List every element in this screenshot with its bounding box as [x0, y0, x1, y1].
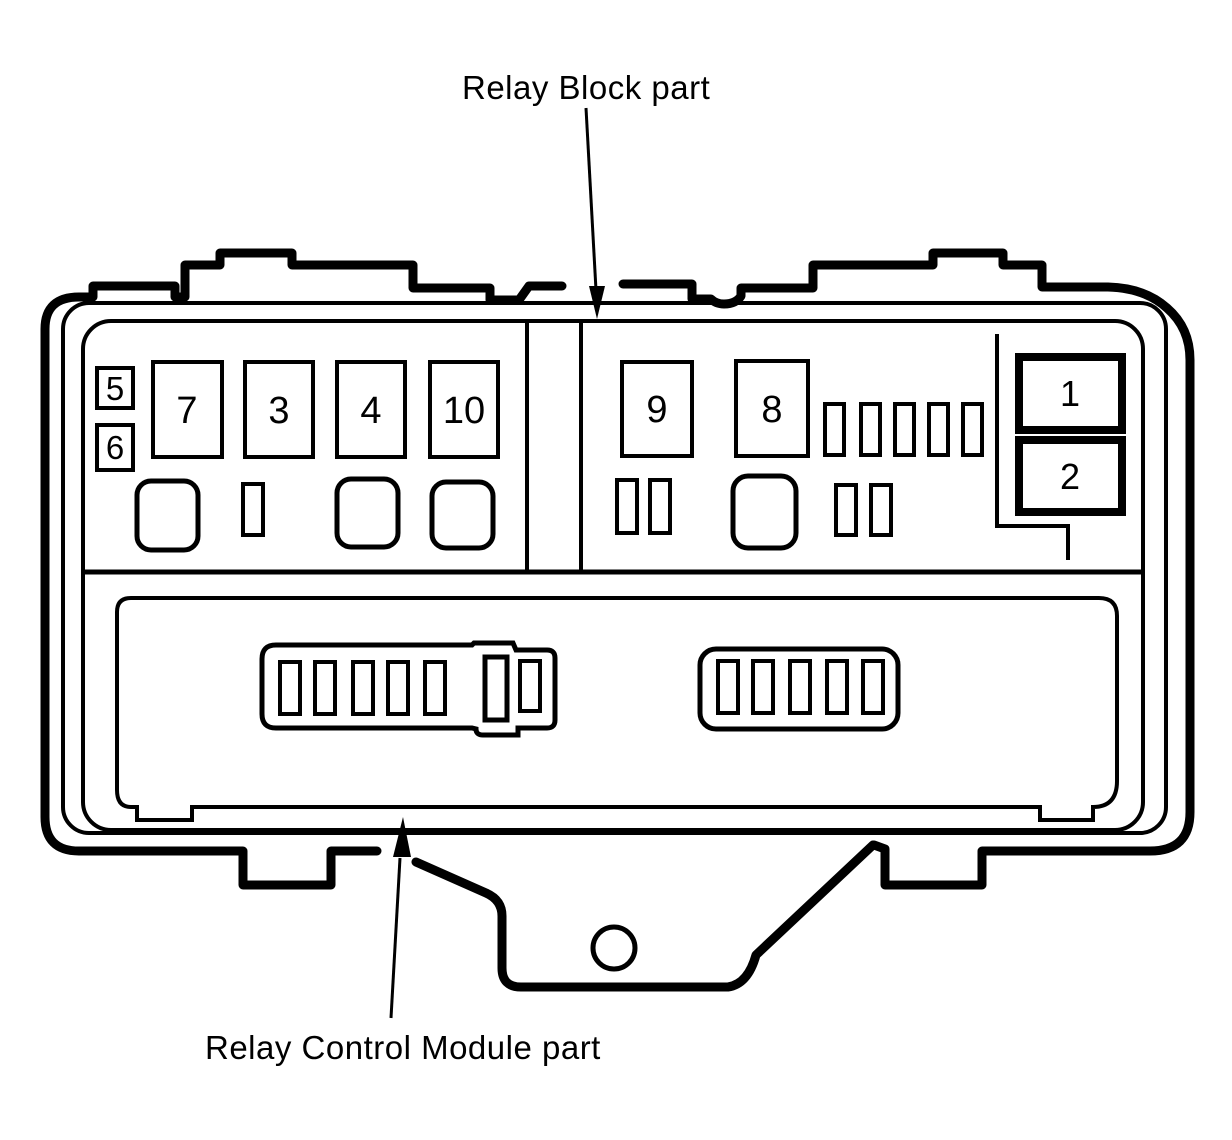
relay-control-module-arrowhead: [393, 817, 411, 857]
relay-10: [428, 360, 500, 459]
fuse-1-2-partition: [995, 334, 1070, 560]
relay-10-label: 10: [443, 390, 485, 432]
relay-3-label: 3: [268, 390, 289, 432]
pin-slot: [788, 659, 812, 715]
small-fuse-slot-row: [823, 402, 984, 457]
relay-socket-row-right: [615, 473, 893, 551]
relay-7-label: 7: [176, 390, 197, 432]
fuse-slot: [241, 482, 265, 537]
relay-control-module-arrow-line: [389, 857, 402, 1019]
relay-7: [151, 360, 224, 459]
relay-3: [243, 360, 315, 459]
pin-slot: [278, 660, 302, 716]
relay-socket: [134, 478, 201, 553]
relay-socket: [429, 479, 496, 551]
fuse-slot: [869, 483, 893, 537]
fuse-slot: [823, 402, 846, 457]
pin-slot: [825, 659, 849, 715]
fuse-slot: [834, 483, 858, 537]
pin-slot: [751, 659, 775, 715]
fuse-slot: [648, 478, 672, 535]
fuse-2: [1015, 436, 1126, 516]
relay-9: [620, 360, 694, 458]
pin-slot-tall: [482, 654, 510, 723]
mounting-bracket: [411, 840, 878, 992]
pin-slot: [423, 660, 447, 716]
control-module-connector-right: [697, 646, 901, 732]
connector-outline: [697, 646, 901, 732]
pin-slot: [518, 659, 542, 713]
fuse-6: [95, 423, 135, 472]
control-module-outline: [115, 596, 1119, 822]
fuse-1-label: 1: [1060, 373, 1080, 414]
relay-4: [335, 360, 407, 459]
fuse-5: [95, 366, 135, 410]
pin-slot: [716, 659, 740, 715]
relay-socket: [334, 476, 401, 550]
casing-outline-right: [618, 248, 1195, 890]
fuse-slot: [961, 402, 984, 457]
pin-slot: [386, 660, 410, 716]
relay-socket-row-left: [134, 476, 496, 553]
control-module-connector-left: [259, 640, 558, 738]
connector-outline: [259, 640, 558, 738]
pin-slot: [351, 660, 375, 716]
relay-4-label: 4: [360, 390, 381, 432]
fuse-5-label: 5: [106, 370, 124, 407]
relay-block-arrow-line: [584, 107, 598, 291]
fuse-slot: [927, 402, 950, 457]
fuse-2-label: 2: [1060, 456, 1080, 497]
casing-outline-middle: [61, 301, 1168, 835]
relay-8-label: 8: [761, 389, 782, 431]
pin-slot: [313, 660, 337, 716]
relay-9-label: 9: [646, 389, 667, 431]
relay-8: [734, 359, 810, 458]
casing-outline-left: [40, 248, 567, 890]
fuse-slot: [615, 478, 639, 535]
fuse-6-label: 6: [106, 429, 124, 466]
fuse-1: [1015, 353, 1126, 434]
fuse-slot: [859, 402, 882, 457]
relay-control-module-label: Relay Control Module part: [205, 1029, 601, 1066]
relay-block-inner-outline: [81, 319, 1145, 832]
fuse-slot: [893, 402, 916, 457]
mounting-hole: [590, 924, 638, 972]
relay-block-label: Relay Block part: [462, 69, 710, 106]
relay-socket: [730, 473, 799, 551]
pin-slot: [861, 659, 885, 715]
